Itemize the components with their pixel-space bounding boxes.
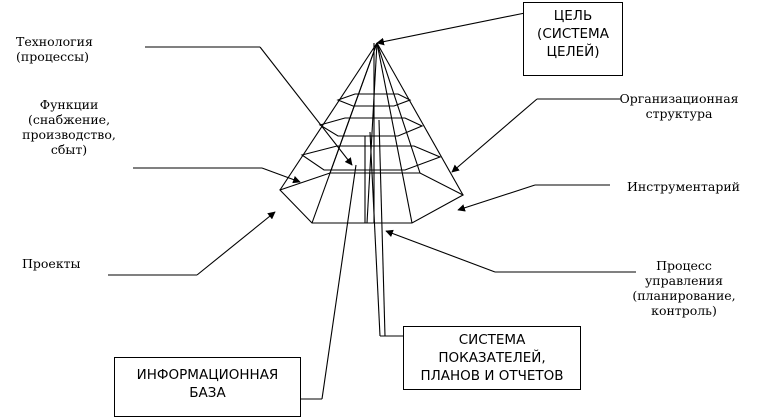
pyramid-level [336,93,412,107]
pyramid-edge [279,42,378,191]
indicators-box-line: ПОКАЗАТЕЛЕЙ, [438,350,546,366]
goal-box: ЦЕЛЬ (СИСТЕМА ЦЕЛЕЙ) [523,2,623,76]
goal-box-line: ЦЕЛЬ [553,8,593,24]
management-arrow [385,229,496,273]
indicators-box: СИСТЕМА ПОКАЗАТЕЛЕЙ, ПЛАНОВ И ОТЧЕТОВ [403,326,581,390]
goal-box-line: ЦЕЛЕЙ) [546,44,600,60]
management-process-label: Процесс управления (планирование, контро… [632,258,736,318]
info-base-connector [321,164,357,400]
instrumentation-arrow [457,184,536,212]
indicators-connector [369,131,381,337]
org-structure-label: Организационная структура [619,91,739,121]
pyramid-edge [376,42,413,224]
pyramid-edge [311,42,378,224]
functions-label: Функции (снабжение, производство, сбыт) [22,97,116,157]
pyramid-edge [376,42,421,174]
info-base-box-line: ИНФОРМАЦИОННАЯ [136,367,279,383]
projects-label: Проекты [22,256,81,271]
indicators-connector [378,119,386,337]
info-base-box-line: БАЗА [189,385,226,401]
org-structure-arrow [451,98,538,173]
connector-lines [108,12,636,400]
technology-label: Технология (процессы) [16,34,93,64]
goal-connector [376,12,526,46]
indicators-box-line: СИСТЕМА [458,332,526,348]
projects-arrow [196,211,276,276]
pyramid-level [318,117,424,137]
functions-arrow [261,167,301,184]
goal-box-line: (СИСТЕМА [537,26,609,42]
instrumentation-label: Инструментарий [627,179,740,194]
pyramid-base [279,172,465,224]
info-base-box: ИНФОРМАЦИОННАЯ БАЗА [114,357,301,417]
pyramid-outline [279,42,465,224]
pyramid-edge [376,42,464,196]
pyramid-inner-edge [366,42,378,224]
technology-arrow [259,46,353,166]
indicators-box-line: ПЛАНОВ И ОТЧЕТОВ [420,368,564,384]
